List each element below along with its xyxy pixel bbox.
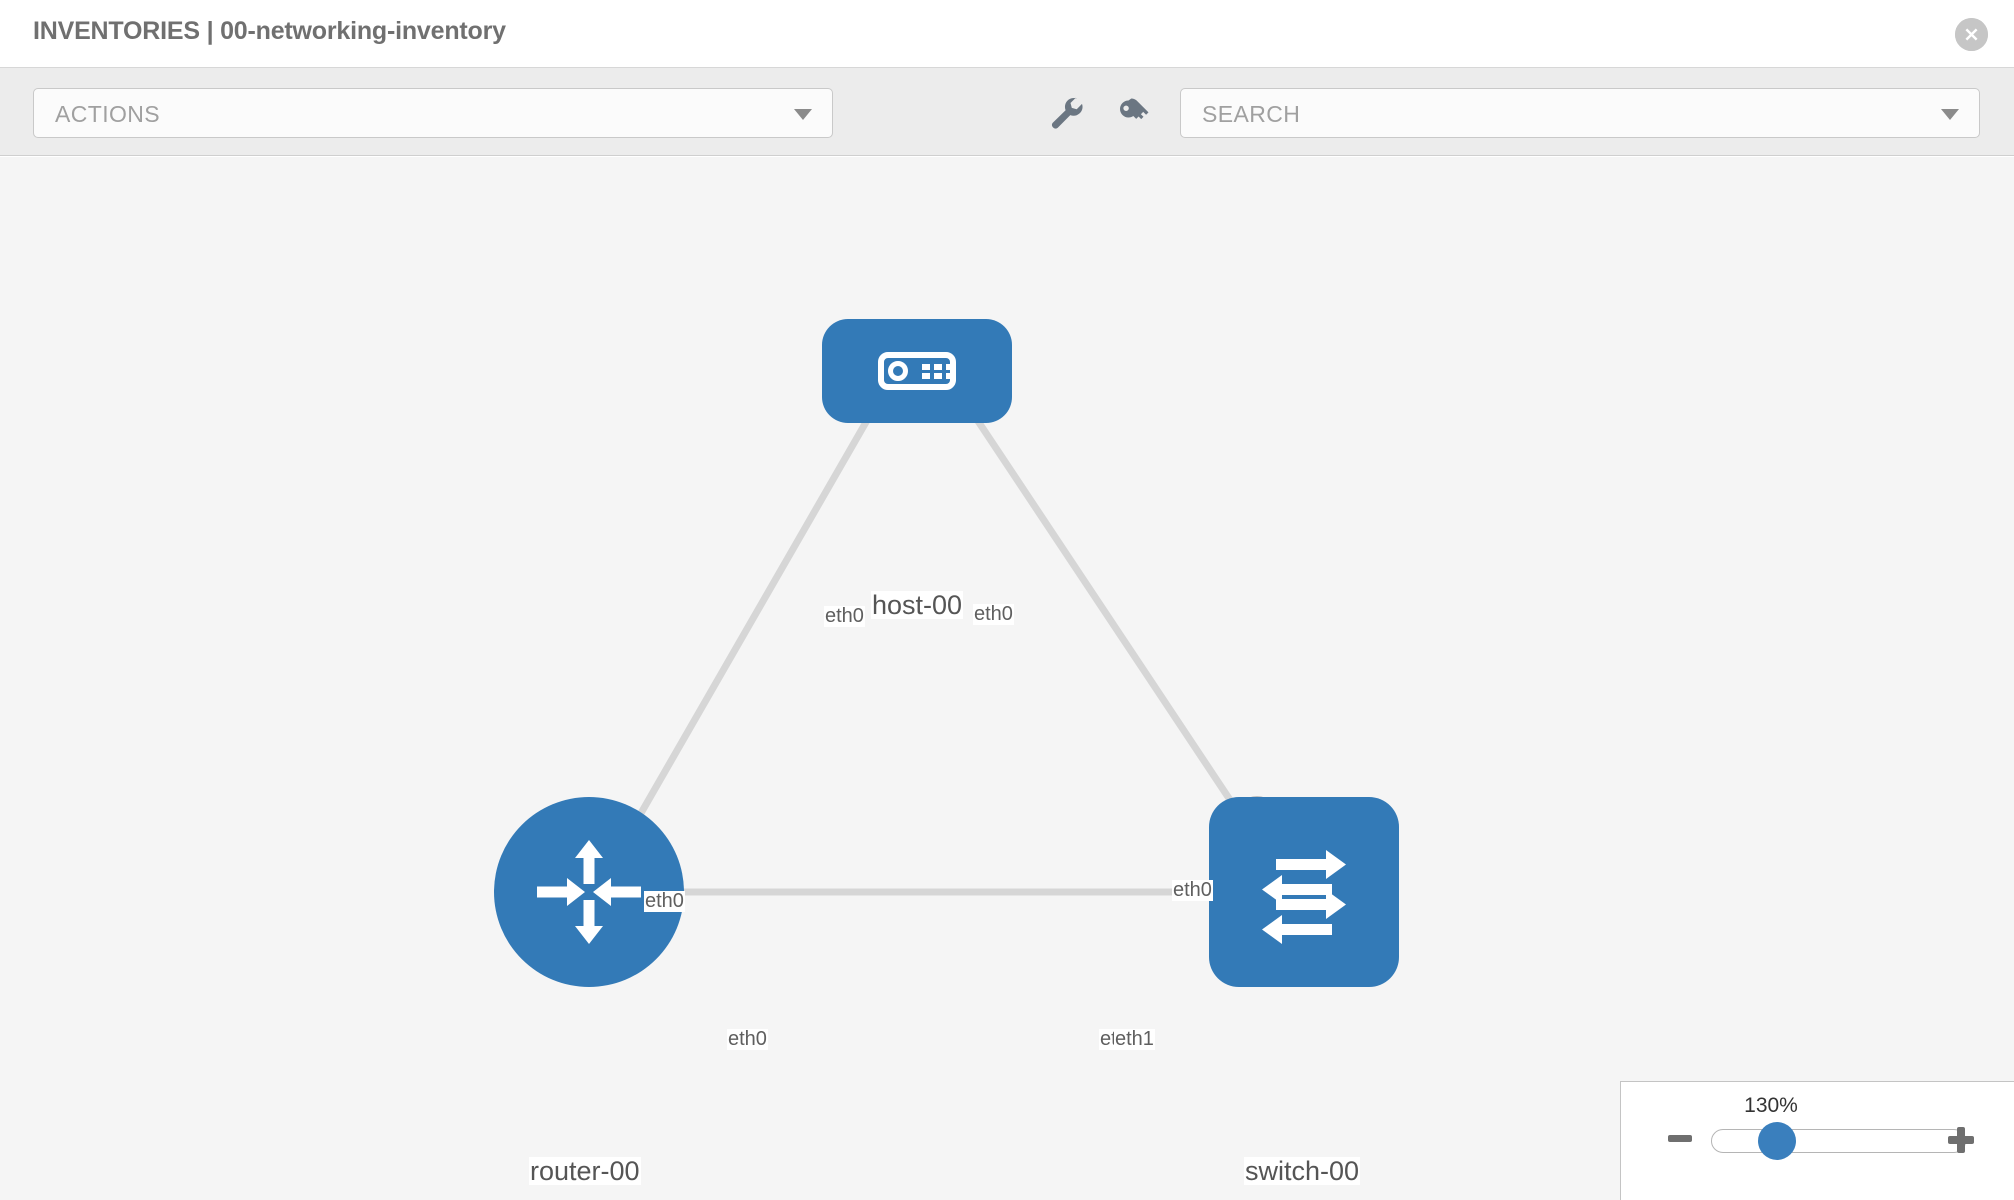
zoom-slider-track[interactable] bbox=[1711, 1129, 1966, 1153]
link-host-router bbox=[606, 366, 900, 871]
topology-canvas[interactable]: eth0 host-00 eth0 eth0 eth0 eth0 et eth1… bbox=[0, 157, 2014, 1200]
iface-label-host-left: eth0 bbox=[824, 605, 865, 627]
close-icon[interactable] bbox=[1955, 18, 1988, 51]
toolbar: ACTIONS SEARCH bbox=[0, 68, 2014, 156]
search-input[interactable]: SEARCH bbox=[1180, 88, 1980, 138]
search-placeholder: SEARCH bbox=[1202, 101, 1301, 127]
zoom-level-value: 130% bbox=[1744, 1094, 1798, 1117]
node-router-00 bbox=[494, 797, 684, 987]
plus-icon[interactable] bbox=[1946, 1125, 1976, 1155]
zoom-slider-thumb[interactable] bbox=[1758, 1122, 1796, 1160]
actions-dropdown-label: ACTIONS bbox=[55, 101, 161, 127]
actions-dropdown[interactable]: ACTIONS bbox=[33, 88, 833, 138]
topology-ports bbox=[609, 340, 1278, 913]
chevron-down-icon[interactable] bbox=[1941, 109, 1959, 120]
iface-label-switch-up: eth0 bbox=[1172, 879, 1213, 901]
minus-icon[interactable] bbox=[1666, 1125, 1694, 1153]
node-label-host-00: host-00 bbox=[871, 590, 964, 620]
iface-label-switch-left: eth1 bbox=[1114, 1028, 1155, 1050]
node-label-switch-00: switch-00 bbox=[1244, 1156, 1361, 1186]
key-icon[interactable] bbox=[1111, 90, 1157, 136]
chevron-down-icon bbox=[794, 109, 812, 120]
iface-label-host-right: eth0 bbox=[973, 603, 1014, 625]
link-host-switch bbox=[940, 366, 1272, 861]
wrench-icon[interactable] bbox=[1043, 90, 1089, 136]
page-title: INVENTORIES | 00-networking-inventory bbox=[33, 17, 506, 45]
node-label-router-00: router-00 bbox=[529, 1156, 641, 1186]
iface-label-router-up: eth0 bbox=[644, 890, 685, 912]
zoom-control-panel: 130% bbox=[1620, 1081, 2014, 1200]
iface-label-router-right: eth0 bbox=[727, 1028, 768, 1050]
topology-links bbox=[606, 366, 1272, 896]
iface-label-switch-left-overlap: et bbox=[1099, 1028, 1118, 1050]
node-switch-00 bbox=[1209, 797, 1399, 987]
node-host-00 bbox=[822, 319, 1012, 423]
page-header: INVENTORIES | 00-networking-inventory bbox=[0, 0, 2014, 68]
